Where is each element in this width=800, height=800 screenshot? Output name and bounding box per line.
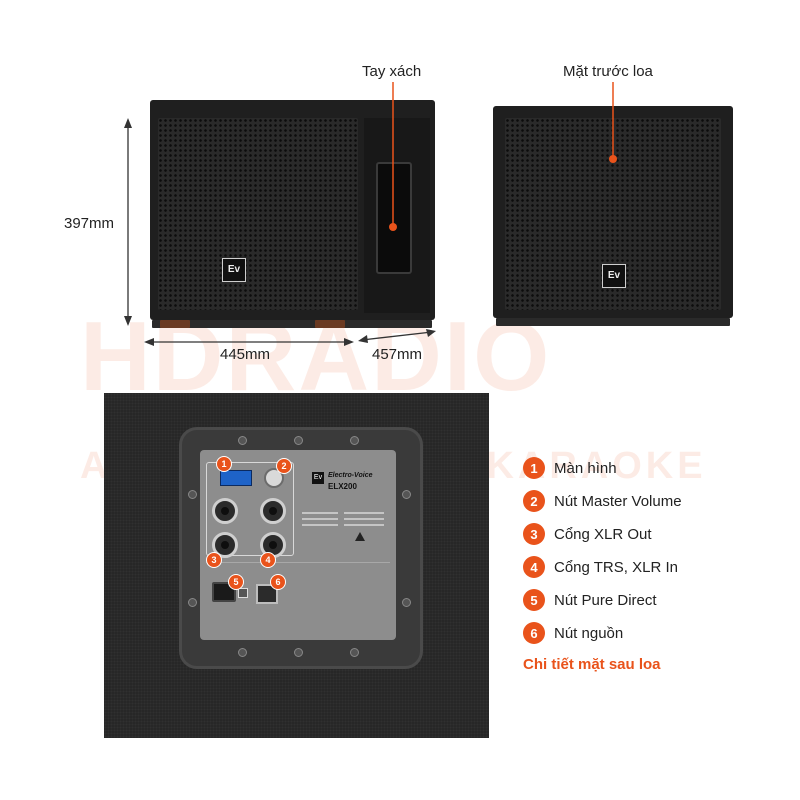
screw [188,598,197,607]
depth-arrow-left [358,335,368,343]
legend-number-2: 2 [523,490,545,512]
screw [402,598,411,607]
trs-xlr-in-jack-1[interactable] [260,498,286,524]
rear-panel-frame: Ev Electro-Voice ELX200 1 2 3 4 5 6 [179,427,423,669]
pure-direct-button[interactable] [238,588,248,598]
rear-cabinet: Ev Electro-Voice ELX200 1 2 3 4 5 6 [104,393,489,738]
handle-label: Tay xách [362,63,422,80]
legend-number-4: 4 [523,556,545,578]
legend-number-1: 1 [523,457,545,479]
xlr-out-jack-1[interactable] [212,498,238,524]
fine-print [344,524,384,526]
master-volume-knob[interactable] [264,468,284,488]
speaker-side-foot-left [160,320,190,328]
ev-logo-front: Ev [602,264,626,288]
height-dimension-label: 397mm [64,215,115,232]
width-arrow-left [144,338,154,346]
screw [238,436,247,445]
screw [350,436,359,445]
legend-label-3: Cổng XLR Out [554,525,652,543]
legend-item-6: 6 Nút nguồn [523,620,623,646]
front-label: Mặt trước loa [563,63,653,80]
fine-print [302,524,338,526]
screw [188,490,197,499]
ev-logo-side: Ev [222,258,246,282]
fine-print [344,518,384,520]
fine-print [344,512,384,514]
power-switch[interactable] [256,584,278,604]
width-arrow-right [344,338,354,346]
legend-number-6: 6 [523,622,545,644]
badge-1: 1 [216,456,232,472]
panel-model: ELX200 [328,482,357,491]
panel-ev-logo: Ev [312,472,324,484]
speaker-side-foot-right [315,320,345,328]
legend-item-1: 1 Màn hình [523,455,617,481]
legend-caption: Chi tiết mặt sau loa [523,656,661,673]
speaker-front-feet [496,318,730,326]
speaker-side-view: Ev [150,100,435,320]
badge-6: 6 [270,574,286,590]
speaker-side-feet [152,320,432,328]
screw [350,648,359,657]
badge-3: 3 [206,552,222,568]
depth-arrow-right [426,329,436,337]
fine-print [302,518,338,520]
amp-plate: Ev Electro-Voice ELX200 1 2 3 4 5 6 [200,450,396,640]
screw [238,648,247,657]
legend-number-3: 3 [523,523,545,545]
legend-label-6: Nút nguồn [554,624,624,642]
legend-label-4: Cổng TRS, XLR In [554,558,678,576]
depth-dimension-label: 457mm [372,346,423,363]
screw [294,436,303,445]
legend-label-2: Nút Master Volume [554,492,682,510]
legend-item-3: 3 Cổng XLR Out [523,521,652,547]
fine-print [302,512,338,514]
legend-label-1: Màn hình [554,459,617,477]
lcd-screen [220,470,252,486]
panel-brand: Electro-Voice [328,472,373,479]
screw [402,490,411,499]
legend-item-2: 2 Nút Master Volume [523,488,682,514]
depth-dimension-line [361,331,433,341]
width-dimension-label: 445mm [220,346,271,363]
legend-item-4: 4 Cổng TRS, XLR In [523,554,678,580]
height-arrow-bottom [124,316,132,326]
input-section [206,462,294,556]
warning-icon [355,532,365,541]
handle-recess [376,162,412,274]
badge-5: 5 [228,574,244,590]
badge-4: 4 [260,552,276,568]
legend-label-5: Nút Pure Direct [554,591,657,609]
legend-number-5: 5 [523,589,545,611]
panel-divider [206,562,390,563]
front-callout-dot [609,155,617,163]
height-arrow-top [124,118,132,128]
handle-callout-dot [389,223,397,231]
speaker-side-grille [158,118,358,310]
legend-item-5: 5 Nút Pure Direct [523,587,657,613]
badge-2: 2 [276,458,292,474]
screw [294,648,303,657]
